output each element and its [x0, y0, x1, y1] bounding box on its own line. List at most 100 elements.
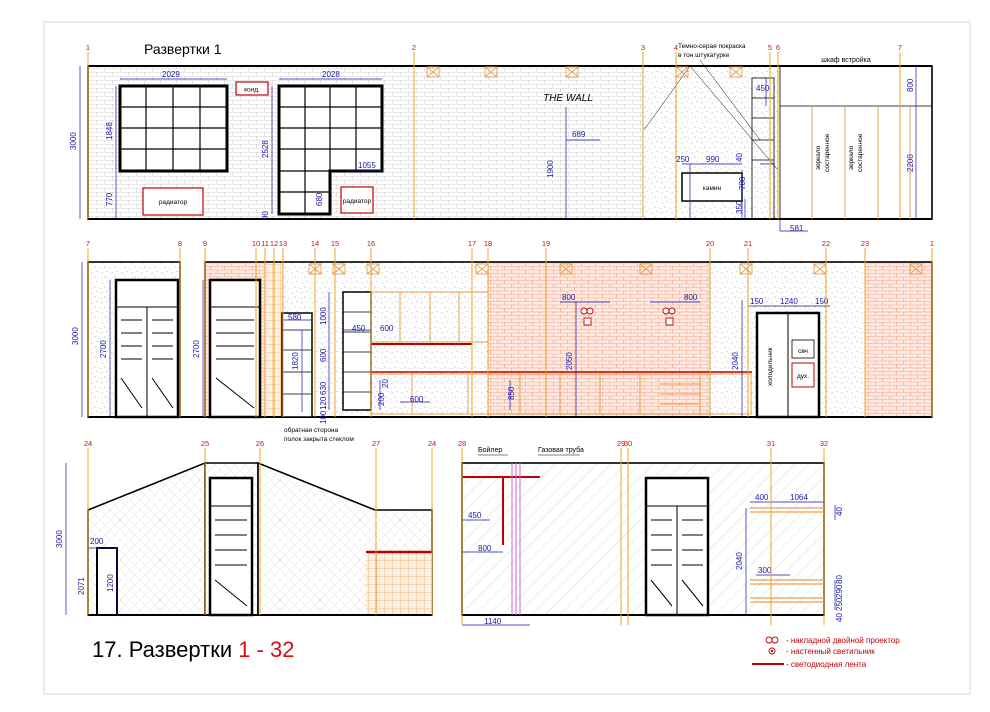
- axis-label-elevation4-2: 30: [624, 439, 632, 448]
- axis-label-elevation2-10: 17: [468, 239, 476, 248]
- e4-dim-40: 40: [835, 507, 844, 516]
- e2-dim-20: 20: [381, 379, 390, 388]
- sheet-title: 17. Развертки 1 - 32: [92, 637, 295, 662]
- radiator-2-label: радиатор: [343, 198, 372, 205]
- e4-dim-290: 290: [835, 584, 844, 598]
- e4-dim-2040: 2040: [735, 552, 744, 570]
- wardrobe-label: шкаф встройка: [821, 56, 871, 64]
- e2-dim-100: 100: [319, 410, 328, 424]
- sheet-title-prefix: 17. Развертки: [92, 637, 238, 662]
- e2-dim-450: 450: [352, 324, 366, 333]
- window-door-2: [277, 84, 384, 216]
- wall-shelves: [750, 507, 824, 603]
- axis-label-elevation2-9: 16: [367, 239, 375, 248]
- e2-dim-600c: 600: [410, 395, 424, 404]
- radiator-1-label: радиатор: [159, 199, 188, 206]
- drawing-title: Развертки 1: [144, 41, 222, 57]
- wall-lamps: [580, 307, 676, 326]
- axis-label-elevation3-2: 26: [256, 439, 264, 448]
- axis-label-elevation2-3: 10: [252, 239, 260, 248]
- e1-dim-780: 780: [738, 176, 747, 190]
- e1-dim-581: 581: [790, 224, 804, 233]
- e2-dim-2700a: 2700: [99, 340, 108, 358]
- door-4: [644, 476, 710, 617]
- e4-dim-1064: 1064: [790, 493, 808, 502]
- e2-dim-1000: 1000: [319, 307, 328, 325]
- elevation-1: конд. радиатор радиатор THE WALL камин з…: [69, 43, 933, 233]
- axis-label-elevation1-4: 5: [768, 43, 772, 52]
- e2-dim-600b: 600: [319, 348, 328, 362]
- ceiling-lamps-1: [426, 66, 743, 78]
- legend-text-2: - настенный светильник: [786, 647, 875, 656]
- e2-dim-1820: 1820: [291, 352, 300, 370]
- radiator-1: [142, 187, 204, 216]
- ceiling-lamps-2: [308, 263, 923, 275]
- e2-dim-800a: 800: [562, 293, 576, 302]
- e2-dim-580: 580: [288, 313, 302, 322]
- mirror-label-2: зеркало: [848, 145, 855, 170]
- gas-pipe-label: Газовая труба: [538, 446, 584, 454]
- e3-dim-1200: 1200: [106, 574, 115, 592]
- fireplace-label: камин: [703, 185, 722, 192]
- e2-dim-1240: 1240: [780, 297, 798, 306]
- e1-dim-h3: 2528: [261, 140, 270, 158]
- e2-dim-2040: 2040: [731, 352, 740, 370]
- axis-label-elevation4-4: 32: [820, 439, 828, 448]
- elevation-3: 3000 200 2071 1200: [55, 461, 433, 617]
- window-1: [118, 84, 229, 173]
- e2-dim-800b: 800: [684, 293, 698, 302]
- door-3: [208, 476, 254, 617]
- wall-art-text: THE WALL: [543, 93, 593, 104]
- e4-dim-1140: 1140: [484, 617, 502, 626]
- niche-shelves: [751, 77, 775, 220]
- e2-dim-600: 600: [380, 324, 394, 333]
- e2-dim-630: 630: [319, 381, 328, 395]
- e1-dim-990: 990: [706, 155, 720, 164]
- legend-text-3: - светодиодная лента: [786, 660, 867, 669]
- e2-dim-2700b: 2700: [192, 340, 201, 358]
- e2-dim-2050: 2050: [565, 352, 574, 370]
- e1-dim-w3: 1055: [358, 161, 376, 170]
- axis-label-elevation3-1: 25: [201, 439, 209, 448]
- elevation-2: холодильник свч дух. обратная сторона по…: [71, 261, 933, 443]
- paint-note: Темно-серая покраска: [678, 43, 746, 50]
- shelf-note-2: полок закрыта стеклом: [284, 436, 354, 443]
- e1-dim-h4: 90: [261, 211, 270, 220]
- axis-label-elevation2-2: 9: [203, 239, 207, 248]
- axis-label-elevation2-14: 21: [744, 239, 752, 248]
- door-2: [208, 278, 262, 419]
- axis-label-elevation2-5: 12: [270, 239, 278, 248]
- axis-label-elevation2-8: 15: [331, 239, 339, 248]
- legend-text-1: - накладной двойной проектор: [786, 636, 900, 645]
- axis-label-elevation2-15: 22: [822, 239, 830, 248]
- axis-label-elevation3-4: 24: [428, 439, 436, 448]
- e2-dim-120: 120: [319, 396, 328, 410]
- e1-dim-689: 689: [572, 130, 586, 139]
- axis-label-elevation1-2: 3: [641, 43, 645, 52]
- boiler-label: Бойлер: [478, 446, 502, 454]
- elevation-4: Бойлер Газовая труба 450 800 1140 400 10…: [461, 446, 844, 626]
- fireplace: [681, 172, 743, 202]
- axis-label-elevation2-6: 13: [279, 239, 287, 248]
- e1-dim-350: 350: [735, 200, 744, 214]
- paint-note-2: в тон штукатурке: [678, 52, 730, 59]
- axis-label-elevation2-16: 23: [861, 239, 869, 248]
- axis-label-elevation1-6: 7: [898, 43, 902, 52]
- e2-dim-150b: 150: [815, 297, 829, 306]
- mirror-label-1: зеркало: [815, 145, 822, 170]
- axis-label-elevation2-12: 19: [542, 239, 550, 248]
- dims-elevation-2: [81, 262, 830, 417]
- axis-label-elevation2-17: 1: [930, 239, 934, 248]
- e4-dim-450: 450: [468, 511, 482, 520]
- e1-dim-h1: 1848: [105, 122, 114, 140]
- e4-dim-80: 80: [835, 575, 844, 584]
- axis-label-elevation2-4: 11: [261, 239, 269, 248]
- e2-dim-150a: 150: [750, 297, 764, 306]
- axis-label-elevation2-7: 14: [311, 239, 319, 248]
- axis-label-elevation4-1: 29: [617, 439, 625, 448]
- radiator-2: [340, 186, 374, 214]
- e1-dim-w2: 2028: [322, 70, 340, 79]
- axis-label-elevation1-0: 1: [86, 43, 90, 52]
- e1-dim-450: 450: [756, 84, 770, 93]
